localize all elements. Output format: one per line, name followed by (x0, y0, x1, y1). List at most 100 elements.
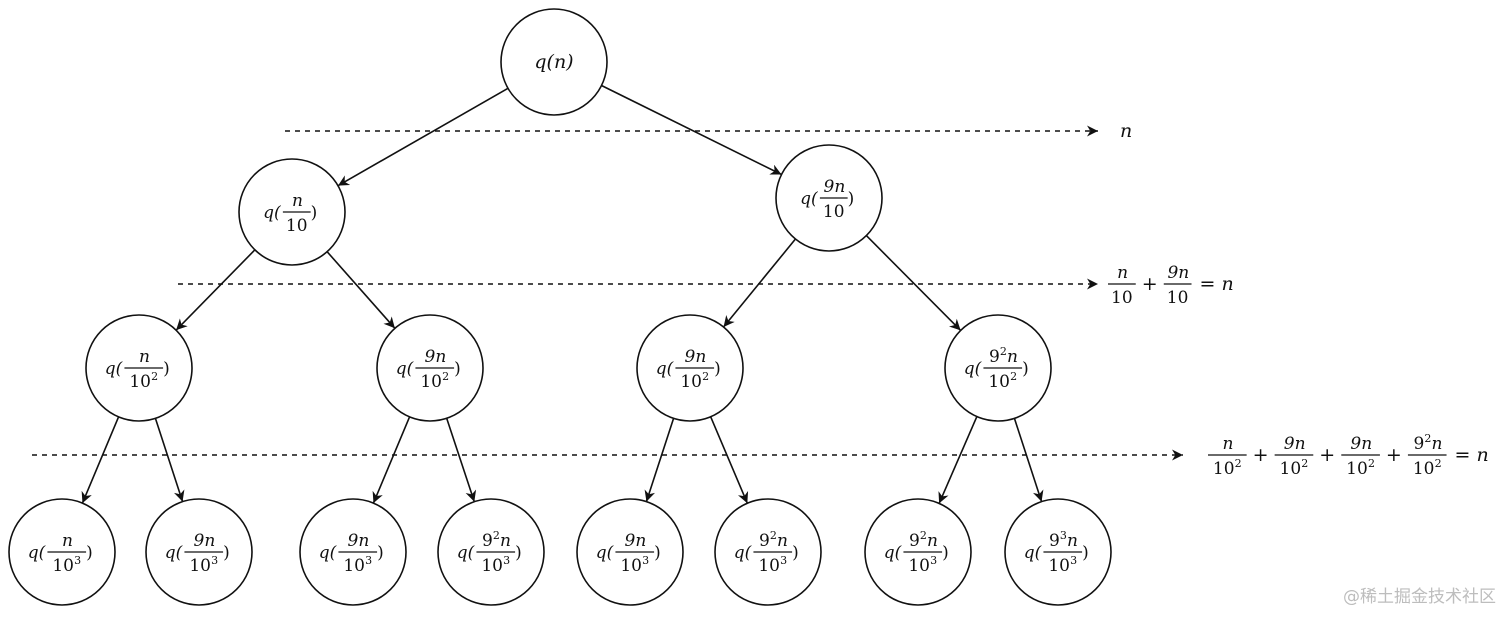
node-label-numerator-base: 9 (482, 531, 493, 551)
node-label-numerator-exp: 2 (920, 529, 927, 542)
level-0-sum: n (1120, 120, 1132, 142)
node-label-close: ) (654, 543, 661, 563)
edge-l2a-l3a (81, 416, 120, 504)
node-label-open: q( (884, 543, 902, 563)
node-circle (500, 8, 608, 116)
node-label-open: q( (1024, 543, 1042, 563)
sum-term-numerator-tail: n (1431, 434, 1442, 454)
sum-term-denominator-base: 10 (1213, 459, 1235, 479)
node-label-open: q( (457, 543, 475, 563)
sum-result: n (1477, 444, 1489, 466)
node-label-denominator-exp: 3 (930, 554, 937, 567)
node-label-denominator-exp: 3 (503, 554, 510, 567)
sum-term-denominator-base: 10 (1280, 459, 1302, 479)
node-label-open: q( (734, 543, 752, 563)
node-label-denominator-exp: 3 (780, 554, 787, 567)
sum-term-denominator-exp: 2 (1235, 457, 1242, 470)
node-label-denominator-base: 10 (343, 556, 365, 576)
sum-term-numerator-base: 9n (1284, 434, 1306, 454)
node-label-numerator-tail: n (1007, 347, 1018, 367)
edge-l1a-l2a (175, 249, 256, 331)
edge-l2c-l3f (709, 416, 749, 504)
node-label-denominator-base: 10 (420, 372, 442, 392)
sum-term-denominator-base: 10 (1413, 459, 1435, 479)
sum-term-numerator-base: 9n (1167, 263, 1189, 283)
node-label-numerator-base: 9 (759, 531, 770, 551)
edge-l2c-l3e (644, 418, 675, 502)
sum-term-numerator-base: 9n (1350, 434, 1372, 454)
node-label-close: ) (515, 543, 522, 563)
node-label-denominator-exp: 2 (1010, 370, 1017, 383)
node-root: q(n) (500, 8, 608, 116)
node-label-open: q( (28, 543, 46, 563)
node-label: q(n) (534, 51, 573, 73)
node-label-numerator-exp: 2 (770, 529, 777, 542)
node-l1a: q(n10) (238, 158, 346, 266)
node-label-numerator-tail: n (777, 531, 788, 551)
node-label-numerator-tail: n (1067, 531, 1078, 551)
node-label-denominator-exp: 3 (642, 554, 649, 567)
node-label-denominator-base: 10 (481, 556, 503, 576)
node-label-denominator-exp: 2 (151, 370, 158, 383)
edge-l2b-l3c (372, 416, 411, 504)
node-label-numerator-tail: n (500, 531, 511, 551)
node-label-close: ) (311, 203, 318, 223)
sum-term-numerator-base: n (1223, 434, 1234, 454)
sum-term-numerator-base: n (1117, 263, 1128, 283)
node-label-numerator-base: 9n (194, 531, 216, 551)
node-label-denominator-exp: 2 (702, 370, 709, 383)
edge-l1b-l2d (865, 235, 962, 331)
node-label-open: q( (319, 543, 337, 563)
sum-result: n (1222, 273, 1234, 295)
node-label-denominator-base: 10 (1048, 556, 1070, 576)
node-label-denominator-base: 10 (52, 556, 74, 576)
sum-term-denominator-base: 10 (1346, 459, 1368, 479)
node-label-numerator-base: 9n (348, 531, 370, 551)
equals-sign: = (1455, 444, 1471, 466)
node-label-close: ) (848, 189, 855, 209)
plus-sign: + (1386, 444, 1402, 466)
sum-term-numerator-exp: 2 (1424, 432, 1431, 445)
sum-term-denominator-exp: 2 (1301, 457, 1308, 470)
edge-root-l1a (337, 87, 509, 187)
node-label-denominator-exp: 3 (365, 554, 372, 567)
sum-term: n (1120, 120, 1132, 142)
node-label-numerator-tail: n (927, 531, 938, 551)
node-label-close: ) (714, 359, 721, 379)
node-label-open: q( (964, 359, 982, 379)
sum-term-denominator-exp: 2 (1368, 457, 1375, 470)
node-label-denominator-base: 10 (189, 556, 211, 576)
node-label-open: q( (165, 543, 183, 563)
edge-l2d-l3h (1013, 418, 1044, 502)
node-label-numerator-base: 9n (425, 347, 447, 367)
sum-term-denominator-exp: 2 (1435, 457, 1442, 470)
tree-edges (81, 84, 1044, 504)
node-label-numerator-base: n (62, 531, 73, 551)
node-label-numerator-base: 9 (989, 347, 1000, 367)
node-label-denominator-exp: 2 (442, 370, 449, 383)
node-label-close: ) (1022, 359, 1029, 379)
sum-term-denominator-base: 10 (1111, 288, 1133, 308)
plus-sign: + (1142, 273, 1158, 295)
edge-l1a-l2b (326, 251, 396, 329)
node-label-open: q( (263, 203, 281, 223)
node-label-numerator-exp: 2 (1000, 345, 1007, 358)
node-label-close: ) (942, 543, 949, 563)
node-label-denominator-base: 10 (129, 372, 151, 392)
node-label-close: ) (223, 543, 230, 563)
sum-term-numerator-base: 9 (1414, 434, 1425, 454)
node-label-denominator-base: 10 (758, 556, 780, 576)
edge-l2b-l3d (445, 418, 477, 502)
node-label-open: q( (656, 359, 674, 379)
watermark: @稀土掘金技术社区 (1343, 587, 1496, 607)
